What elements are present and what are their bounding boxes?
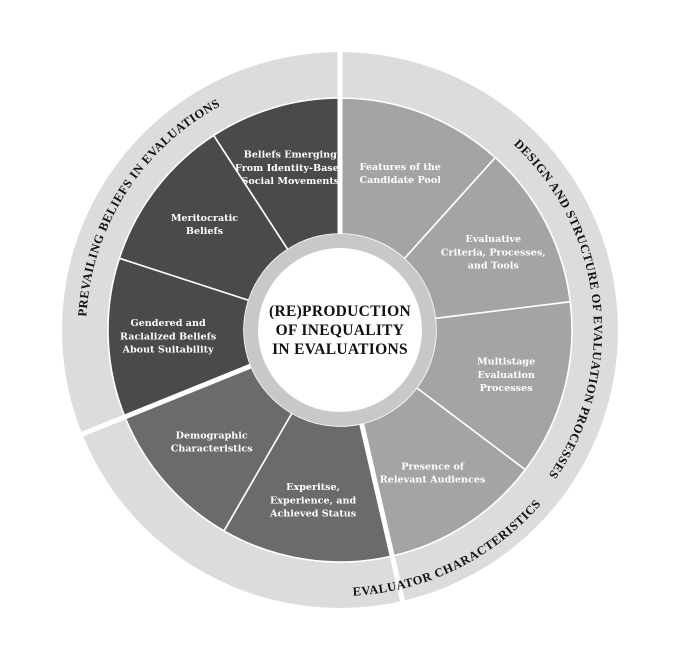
- center-disc: [258, 248, 422, 412]
- group-separator-3: [358, 421, 406, 604]
- group-separator-2: [79, 362, 254, 438]
- group-separators: [79, 50, 406, 604]
